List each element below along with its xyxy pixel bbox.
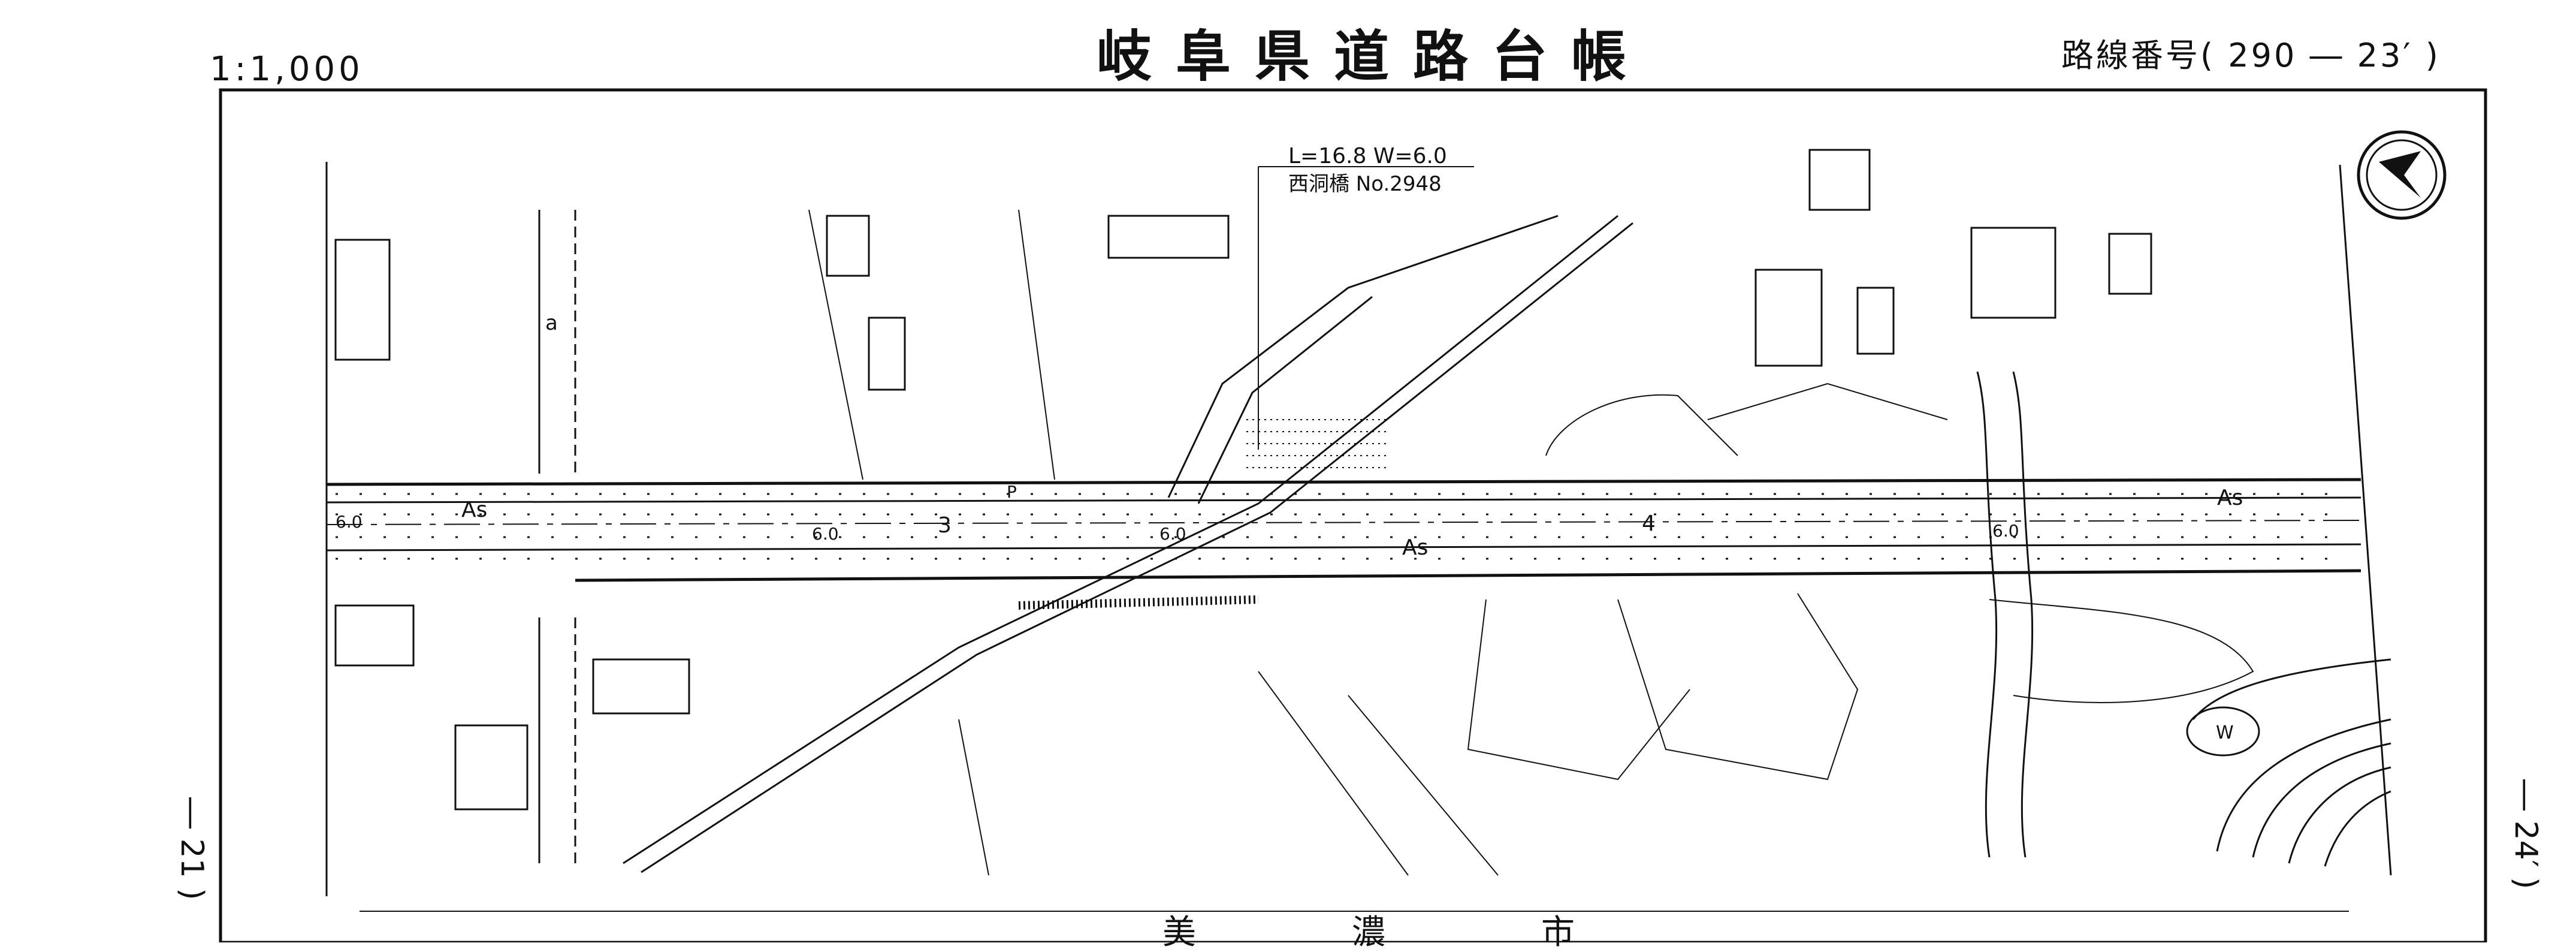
pond (2186, 706, 2260, 757)
map-frame (219, 88, 2487, 942)
map-title: 岐阜県道路台帳 (1097, 24, 1651, 89)
bridge-label: L=16.8 W=6.0 西洞橋 No.2948 (1288, 144, 1447, 196)
station-label: 4 (1642, 511, 1656, 536)
road-annotations: As As As 6.0 6.0 6.0 6.0 3 4 P a W (336, 311, 2243, 743)
buildings (334, 149, 2152, 811)
route-number: 路線番号( 290 ― 23′ ) (2061, 37, 2441, 74)
cross-street-left (538, 210, 576, 863)
surface-label: As (2217, 486, 2243, 510)
adjacent-sheet-left: ― 21 ) (174, 797, 210, 900)
width-label: 6.0 (336, 512, 363, 532)
width-label: 6.0 (812, 524, 839, 544)
bridge-hatching (1018, 419, 1390, 610)
pole-label: P (1007, 482, 1017, 502)
contours (2192, 658, 2391, 867)
main-road (326, 478, 2361, 582)
diagonal-rail (623, 215, 1633, 873)
cross-street-right (1976, 371, 2034, 858)
bridge-name: 西洞橋 No.2948 (1288, 172, 1442, 196)
north-arrow-icon (2357, 130, 2447, 220)
city-name: 美濃市 (1162, 913, 1731, 952)
map-scale: 1:1,000 (210, 50, 364, 89)
curb-label: a (545, 311, 558, 335)
pond-label: W (2216, 722, 2234, 743)
field-boundaries (808, 209, 2254, 876)
width-label: 6.0 (1159, 524, 1186, 544)
surface-label: As (1402, 535, 1428, 560)
surface-label: As (461, 498, 487, 522)
adjacent-sheet-right: ― 24′ ) (2508, 779, 2544, 890)
bridge-dimensions: L=16.8 W=6.0 (1288, 144, 1447, 168)
width-label: 6.0 (1992, 521, 2019, 541)
station-label: 3 (938, 513, 952, 538)
